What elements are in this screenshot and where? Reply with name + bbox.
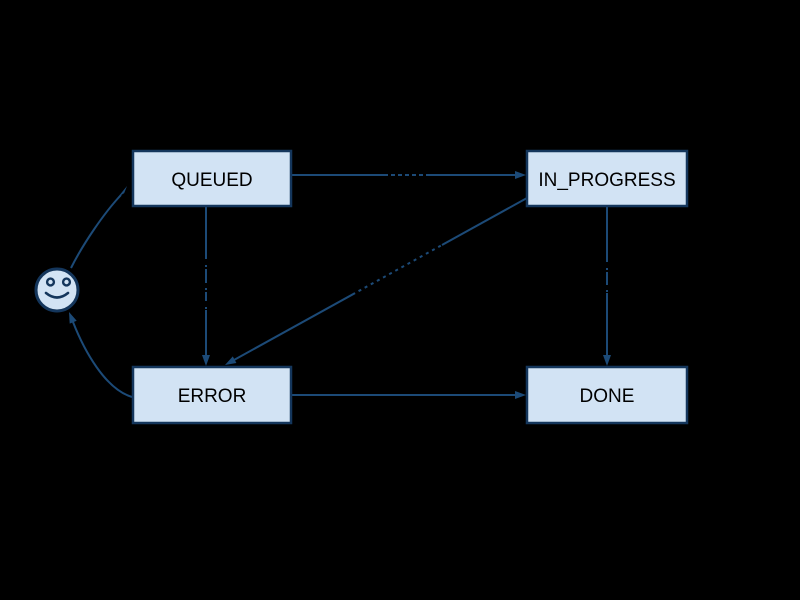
hidden-label-artifact bbox=[353, 241, 444, 297]
edge-error-to-start bbox=[69, 312, 133, 398]
node-box bbox=[131, 149, 293, 208]
node-error: ERROR bbox=[131, 365, 293, 425]
arrowhead-icon bbox=[603, 355, 611, 366]
node-queued: QUEUED bbox=[131, 149, 293, 208]
arrowhead-icon bbox=[515, 391, 526, 399]
node-label: DONE bbox=[580, 386, 635, 407]
node-label: ERROR bbox=[178, 386, 247, 407]
edge-queued-to-in-progress bbox=[291, 171, 526, 179]
edge-queued-to-error bbox=[202, 206, 210, 366]
edge-error-to-done bbox=[291, 391, 526, 399]
arrowhead-icon bbox=[202, 355, 210, 366]
node-label: IN_PROGRESS bbox=[538, 170, 675, 191]
node-box bbox=[525, 365, 689, 425]
node-label: QUEUED bbox=[171, 170, 252, 191]
smiley-right-eye-icon bbox=[61, 277, 72, 287]
node-done: DONE bbox=[525, 365, 689, 425]
edge-in-progress-to-error bbox=[225, 197, 528, 365]
smiley-left-eye-icon bbox=[45, 277, 56, 287]
edge-start-to-queued bbox=[70, 186, 127, 269]
arrowhead-icon bbox=[69, 312, 77, 324]
arrowhead-icon bbox=[515, 171, 526, 179]
arrowhead-icon bbox=[225, 356, 237, 365]
edge-line bbox=[70, 194, 122, 269]
smiley-face-icon bbox=[34, 267, 80, 313]
node-box bbox=[131, 365, 293, 425]
node-in-progress: IN_PROGRESS bbox=[525, 149, 689, 208]
edge-in-progress-to-done bbox=[603, 206, 611, 366]
smiley-mouth-icon bbox=[44, 291, 70, 299]
node-box bbox=[525, 149, 689, 208]
node-start bbox=[34, 267, 80, 313]
arrowhead-icon bbox=[117, 186, 127, 198]
edge-line bbox=[72, 321, 133, 398]
